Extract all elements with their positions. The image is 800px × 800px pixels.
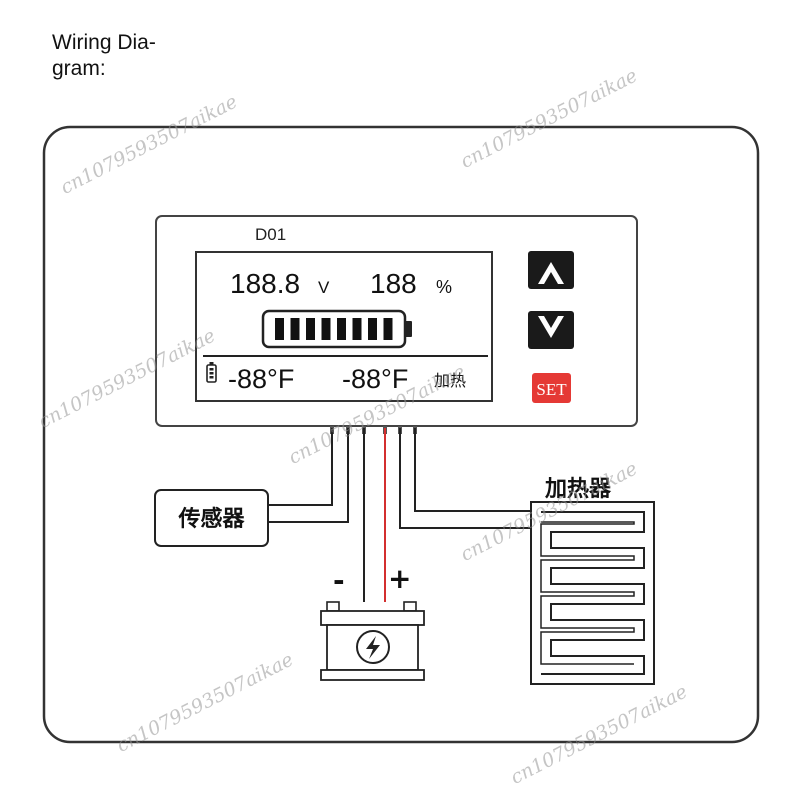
battery-bar-segment	[290, 318, 300, 340]
sensor-wires	[268, 428, 349, 523]
outer-frame	[42, 125, 760, 744]
battery	[320, 601, 425, 681]
connector-pins	[330, 426, 417, 434]
percent-value: 188	[370, 268, 417, 299]
battery-bar-segment	[306, 318, 315, 340]
sensor-box	[154, 489, 269, 547]
model-label: D01	[255, 225, 286, 244]
battery-gauge	[261, 309, 412, 349]
heater-element	[530, 501, 655, 685]
battery-icon	[206, 362, 217, 383]
heater-wires	[399, 428, 533, 529]
down-button[interactable]	[528, 311, 574, 349]
percent-unit: %	[436, 277, 452, 297]
set-button[interactable]: SET	[532, 373, 571, 403]
positive-label: +	[388, 562, 411, 595]
voltage-unit: V	[318, 278, 330, 297]
negative-label: -	[333, 564, 345, 597]
temperature-right: -88°F	[342, 364, 408, 394]
arrow-down-icon	[538, 316, 564, 338]
arrow-up-icon	[538, 262, 564, 284]
power-wires	[363, 428, 386, 602]
heater-label: 加热器	[544, 476, 612, 502]
battery-bar-segment	[352, 318, 362, 340]
set-button-label: SET	[536, 380, 567, 399]
temperature-left: -88°F	[228, 364, 294, 394]
lightning-icon	[356, 630, 390, 664]
voltage-value: 188.8	[230, 268, 300, 299]
sensor-label: 传感器	[177, 506, 245, 532]
heat-status-label: 加热	[434, 371, 466, 390]
battery-bar-segment	[368, 318, 377, 340]
battery-bar-segment	[383, 318, 393, 340]
diagram-caption: Wiring Dia-gram:	[52, 31, 156, 80]
up-button[interactable]	[528, 251, 574, 289]
battery-bar-segment	[321, 318, 331, 340]
battery-bar-segment	[275, 318, 284, 340]
battery-bar-segment	[337, 318, 346, 340]
